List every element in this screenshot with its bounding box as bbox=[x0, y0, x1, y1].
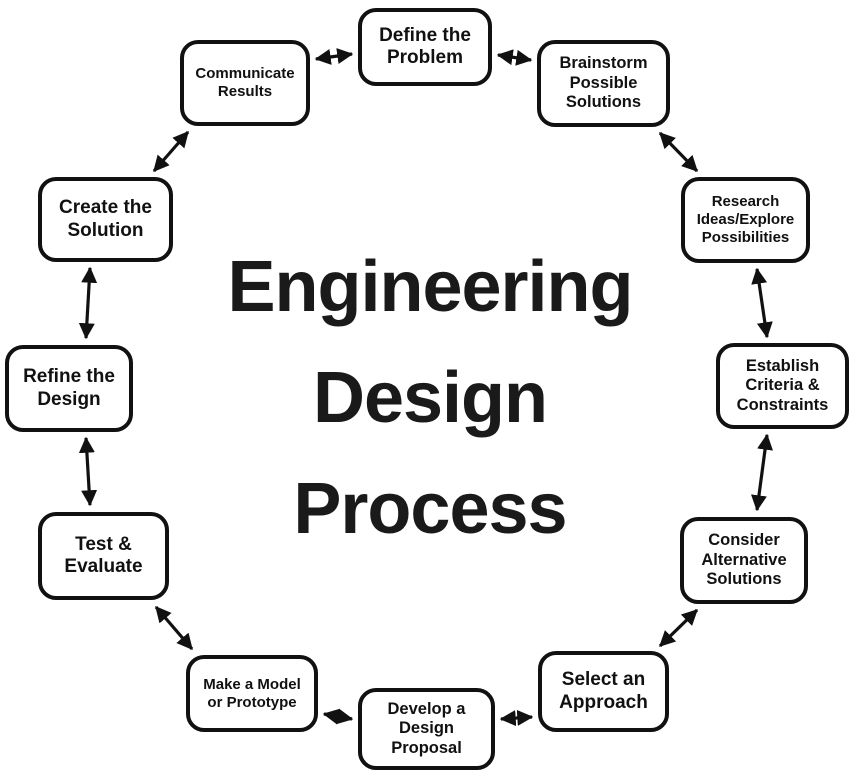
arrow-communicate-define bbox=[314, 48, 354, 65]
node-select-an-approach: Select an Approach bbox=[538, 651, 669, 732]
arrow-refine-create bbox=[78, 266, 98, 340]
node-establish-criteria-constraints: Establish Criteria & Constraints bbox=[716, 343, 849, 429]
node-research-ideas-explore-possibilities: Research Ideas/Explore Possibilities bbox=[681, 177, 810, 263]
node-make-a-model-or-prototype: Make a Model or Prototype bbox=[186, 655, 318, 732]
node-refine-the-design: Refine the Design bbox=[5, 345, 133, 432]
arrow-test-refine bbox=[78, 436, 98, 507]
node-develop-a-design-proposal: Develop a Design Proposal bbox=[358, 688, 495, 770]
arrow-establish-consider bbox=[751, 433, 773, 512]
arrow-brainstorm-research bbox=[658, 131, 699, 173]
diagram-title: Engineering Design Process bbox=[227, 247, 633, 549]
arrow-consider-select bbox=[658, 608, 699, 648]
node-test-evaluate: Test & Evaluate bbox=[38, 512, 169, 600]
arrow-create-communicate bbox=[152, 130, 190, 173]
arrow-make-test bbox=[154, 605, 194, 651]
node-consider-alternative-solutions: Consider Alternative Solutions bbox=[680, 517, 808, 604]
arrow-select-develop bbox=[499, 709, 534, 727]
node-brainstorm-possible-solutions: Brainstorm Possible Solutions bbox=[537, 40, 670, 127]
arrow-research-establish bbox=[751, 267, 773, 339]
node-create-the-solution: Create the Solution bbox=[38, 177, 173, 262]
node-define-the-problem: Define the Problem bbox=[358, 8, 492, 86]
arrow-develop-make bbox=[322, 708, 354, 725]
arrow-define-brainstorm bbox=[496, 49, 533, 66]
node-communicate-results: Communicate Results bbox=[180, 40, 310, 126]
